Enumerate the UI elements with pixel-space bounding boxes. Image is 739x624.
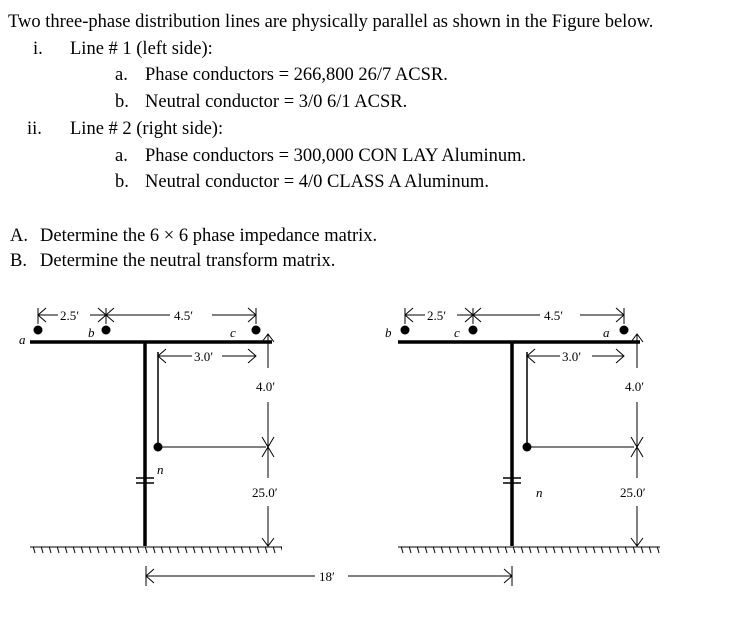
label-b-left: b	[88, 325, 95, 340]
dim-lines-left	[37, 307, 315, 586]
line1-phase-conductors: Phase conductors = 266,800 26/7 ACSR.	[145, 65, 448, 85]
dim-bc-right: 2.5′	[427, 308, 446, 323]
line2-phase-conductors: Phase conductors = 300,000 CON LAY Alumi…	[145, 146, 527, 166]
line2-neutral-conductor: Neutral conductor = 4/0 CLASS A Aluminum…	[145, 172, 489, 192]
dim-lines-right	[348, 307, 644, 586]
conductor-b-left	[101, 325, 111, 335]
subitem-marker: a.	[115, 65, 128, 85]
label-n-left: n	[157, 462, 164, 477]
dim-vertical-upper-right: 4.0′	[625, 379, 644, 394]
label-a-right: a	[603, 325, 610, 340]
task-marker-a: A.	[10, 226, 28, 246]
label-b-right: b	[385, 325, 392, 340]
dim-ab-left: 2.5′	[60, 308, 79, 323]
conductor-c-left	[251, 325, 261, 335]
label-c-right: c	[454, 325, 460, 340]
task-a-text: Determine the 6 × 6 phase impedance matr…	[40, 226, 378, 246]
line2-heading: Line # 2 (right side):	[70, 119, 224, 139]
dim-vertical-lower-right: 25.0′	[620, 485, 646, 500]
subitem-marker: b.	[115, 92, 129, 112]
left-pole-structure	[30, 340, 282, 554]
dim-pole-to-c-left: 3.0′	[194, 349, 213, 364]
neutral-conductor-right	[522, 442, 532, 452]
task-marker-b: B.	[10, 251, 27, 271]
item-marker-ii: ii.	[27, 119, 42, 139]
item-marker-i: i.	[33, 39, 43, 59]
dim-pole-separation: 18′	[319, 569, 335, 584]
dim-vertical-lower-left: 25.0′	[252, 485, 278, 500]
intro-text: Two three-phase distribution lines are p…	[8, 12, 654, 32]
right-pole-structure	[398, 340, 660, 554]
label-n-right: n	[536, 485, 543, 500]
conductor-a-right	[619, 325, 629, 335]
label-a-left: a	[19, 332, 26, 347]
conductor-b-right	[400, 325, 410, 335]
line1-neutral-conductor: Neutral conductor = 3/0 6/1 ACSR.	[145, 92, 408, 112]
label-c-left: c	[230, 325, 236, 340]
dim-pole-to-a-right: 3.0′	[562, 349, 581, 364]
conductor-c-right	[468, 325, 478, 335]
dim-ca-right: 4.5′	[544, 308, 563, 323]
dim-bc-left: 4.5′	[174, 308, 193, 323]
conductor-a-left	[33, 325, 43, 335]
line1-heading: Line # 1 (left side):	[70, 39, 213, 59]
pole-configuration-figure: a b c n 2.5′ 4.5′ 3.0′ 4.0′ 25.0′	[19, 307, 660, 586]
dim-vertical-upper-left: 4.0′	[256, 379, 275, 394]
subitem-marker: b.	[115, 172, 129, 192]
task-b-text: Determine the neutral transform matrix.	[40, 251, 336, 271]
neutral-conductor-left	[153, 442, 163, 452]
subitem-marker: a.	[115, 146, 128, 166]
